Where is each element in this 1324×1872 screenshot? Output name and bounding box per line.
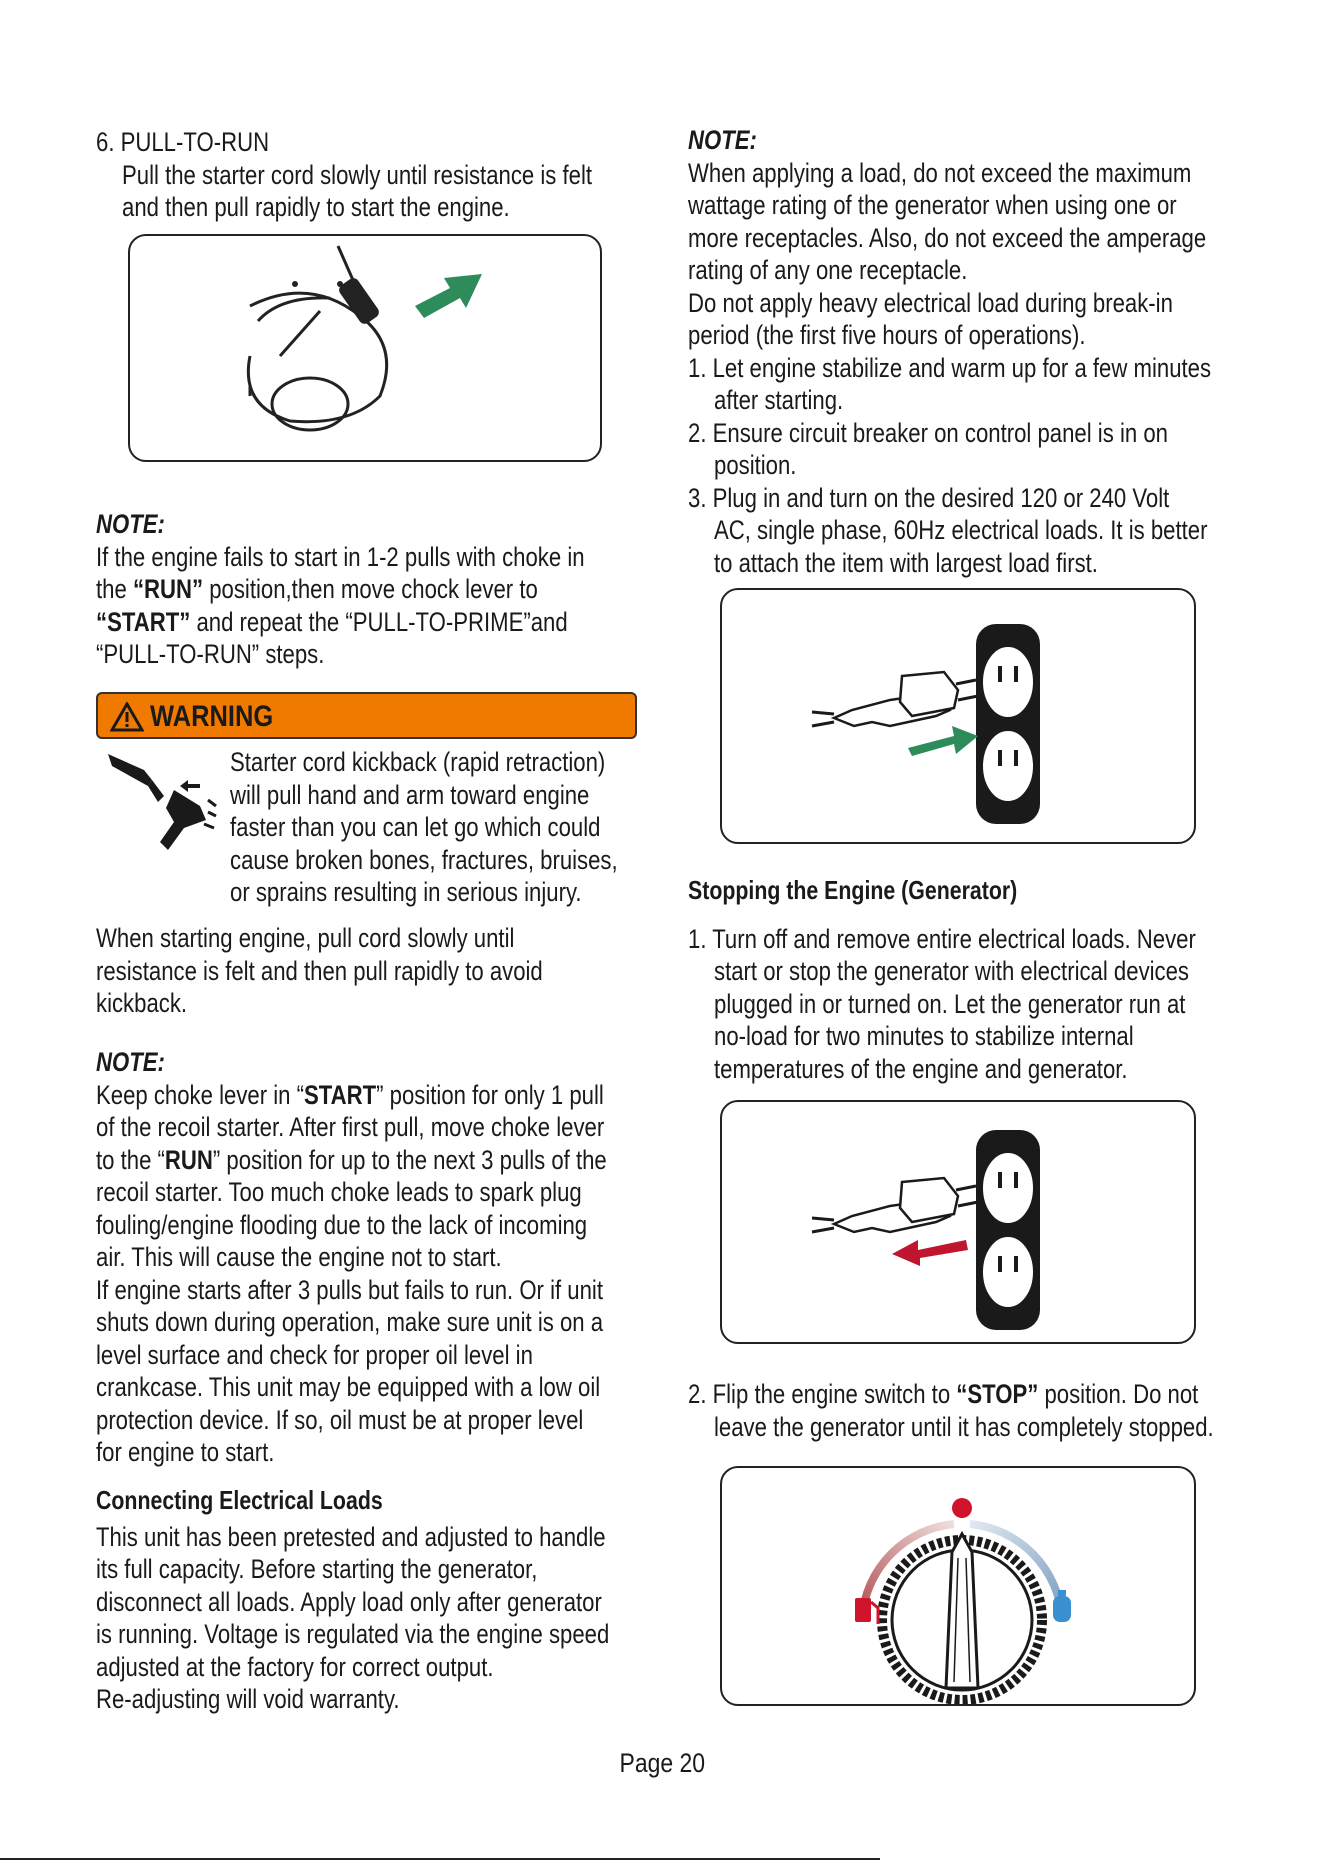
note-label: NOTE:	[96, 1047, 165, 1077]
warning-line: will pull hand and arm toward engine	[230, 779, 590, 810]
step6-title: 6. PULL-TO-RUN	[96, 127, 270, 157]
warning-triangle-icon	[110, 702, 144, 732]
recoil-starter-icon	[246, 245, 482, 432]
note2-text: ” position for only 1 pull	[376, 1079, 604, 1110]
list-item: position.	[714, 450, 797, 480]
right-note-line: more receptacles. Also, do not exceed th…	[688, 222, 1207, 253]
right-note-block: NOTE: When applying a load, do not excee…	[688, 124, 1324, 579]
warning-label: WARNING	[150, 700, 274, 733]
stop-line: plugged in or turned on. Let the generat…	[714, 988, 1186, 1019]
connect-line: adjusted at the factory for correct outp…	[96, 1651, 494, 1682]
note2-block: NOTE: Keep choke lever in “START” positi…	[96, 1046, 719, 1469]
engine-switch-knob-icon	[855, 1498, 1071, 1705]
list-item: AC, single phase, 60Hz electrical loads.…	[714, 515, 1208, 545]
warning-banner: WARNING	[96, 692, 637, 739]
stop2-text: 2. Flip the engine switch to	[688, 1379, 957, 1409]
kickback-paragraph: When starting engine, pull cord slowly u…	[96, 922, 641, 1020]
stop-line: no-load for two minutes to stabilize int…	[714, 1021, 1134, 1051]
note2-line: protection device. If so, oil must be at…	[96, 1404, 584, 1435]
note1-line: If the engine fails to start in 1-2 pull…	[96, 541, 585, 572]
right-note-line: When applying a load, do not exceed the …	[688, 157, 1192, 188]
connect-line: its full capacity. Before starting the g…	[96, 1554, 538, 1584]
note2-line: shuts down during operation, make sure u…	[96, 1307, 604, 1337]
note1-text: and repeat the “PULL-TO-PRIME”and	[190, 606, 568, 637]
connect-line: disconnect all loads. Apply load only af…	[96, 1586, 602, 1617]
right-note-line: Do not apply heavy electrical load durin…	[688, 287, 1173, 318]
run-keyword: “RUN”	[132, 574, 204, 604]
stop-line: start or stop the generator with electri…	[714, 956, 1190, 986]
warning-line: faster than you can let go which could	[230, 812, 601, 842]
list-item: 2. Ensure circuit breaker on control pan…	[688, 417, 1168, 448]
note2-line: level surface and check for proper oil l…	[96, 1339, 533, 1370]
kickback-line: resistance is felt and then pull rapidly…	[96, 955, 543, 986]
note2-line: crankcase. This unit may be equipped wit…	[96, 1372, 601, 1402]
note2-line: If engine starts after 3 pulls but fails…	[96, 1274, 604, 1305]
note1-line: “PULL-TO-RUN” steps.	[96, 639, 325, 669]
warning-line: or sprains resulting in serious injury.	[230, 877, 582, 907]
warning-text: Starter cord kickback (rapid retraction)…	[230, 746, 703, 909]
stop2-line: leave the generator until it has complet…	[714, 1411, 1214, 1442]
right-note-line: period (the first five hours of operatio…	[688, 320, 1086, 350]
stop-keyword: “STOP”	[956, 1379, 1039, 1409]
stop-line: temperatures of the engine and generator…	[714, 1053, 1128, 1084]
step6-line: Pull the starter cord slowly until resis…	[122, 159, 593, 190]
note2-text: to the “	[96, 1144, 165, 1175]
outlet-unplug-icon	[811, 1130, 1040, 1330]
unplug-illustration	[720, 1100, 1196, 1344]
stopping-section: Stopping the Engine (Generator) 1. Turn …	[688, 874, 1307, 1085]
right-note-line: rating of any one receptacle.	[688, 255, 968, 285]
list-item: to attach the item with largest load fir…	[714, 547, 1098, 578]
step6-line: and then pull rapidly to start the engin…	[122, 192, 510, 222]
note-label: NOTE:	[96, 509, 165, 539]
section-heading: Stopping the Engine (Generator)	[688, 875, 1018, 905]
note2-line: recoil starter. Too much choke leads to …	[96, 1177, 582, 1207]
list-item: after starting.	[714, 385, 844, 415]
note1-text: position,then move chock lever to	[203, 574, 538, 604]
note2-line: fouling/engine flooding due to the lack …	[96, 1209, 588, 1240]
fuel-pump-icon	[855, 1598, 871, 1622]
outlet-plug-in-icon	[811, 624, 1040, 824]
pull-cord-illustration	[128, 234, 602, 462]
right-note-line: wattage rating of the generator when usi…	[688, 190, 1177, 220]
note-label: NOTE:	[688, 125, 757, 155]
kickback-hand-icon	[108, 754, 217, 850]
step6-block: 6. PULL-TO-RUN Pull the starter cord slo…	[96, 126, 695, 224]
propane-tank-icon	[1053, 1596, 1071, 1622]
list-item: 1. Let engine stabilize and warm up for …	[688, 352, 1212, 383]
page-number: Page 20	[619, 1748, 705, 1778]
note2-line: air. This will cause the engine not to s…	[96, 1242, 502, 1272]
run-keyword: RUN	[164, 1144, 213, 1175]
kickback-line: When starting engine, pull cord slowly u…	[96, 923, 515, 953]
note1-block: NOTE: If the engine fails to start in 1-…	[96, 508, 692, 671]
footer-rule	[0, 1858, 880, 1860]
connect-line: is running. Voltage is regulated via the…	[96, 1619, 610, 1649]
connecting-section: Connecting Electrical Loads This unit ha…	[96, 1484, 722, 1716]
kickback-line: kickback.	[96, 988, 188, 1018]
note2-line: for engine to start.	[96, 1437, 275, 1467]
note2-text: Keep choke lever in “	[96, 1079, 304, 1110]
warning-line: Starter cord kickback (rapid retraction)	[230, 747, 606, 777]
list-item: 3. Plug in and turn on the desired 120 o…	[688, 482, 1170, 513]
start-keyword: START	[303, 1079, 377, 1110]
section-heading: Connecting Electrical Loads	[96, 1485, 383, 1515]
note1-text: the	[96, 574, 133, 604]
connect-line: This unit has been pretested and adjuste…	[96, 1521, 606, 1552]
note2-text: ” position for up to the next 3 pulls of…	[212, 1144, 607, 1175]
warning-line: cause broken bones, fractures, bruises,	[230, 844, 618, 875]
stop2-text: position. Do not	[1038, 1379, 1199, 1409]
stop-line: 1. Turn off and remove entire electrical…	[688, 923, 1196, 954]
note2-line: of the recoil starter. After first pull,…	[96, 1112, 605, 1142]
stop2-block: 2. Flip the engine switch to “STOP” posi…	[688, 1378, 1323, 1443]
connect-line: Re-adjusting will void warranty.	[96, 1684, 400, 1714]
start-keyword: “START”	[96, 606, 191, 637]
plug-in-illustration	[720, 588, 1196, 844]
engine-switch-illustration	[720, 1466, 1196, 1706]
